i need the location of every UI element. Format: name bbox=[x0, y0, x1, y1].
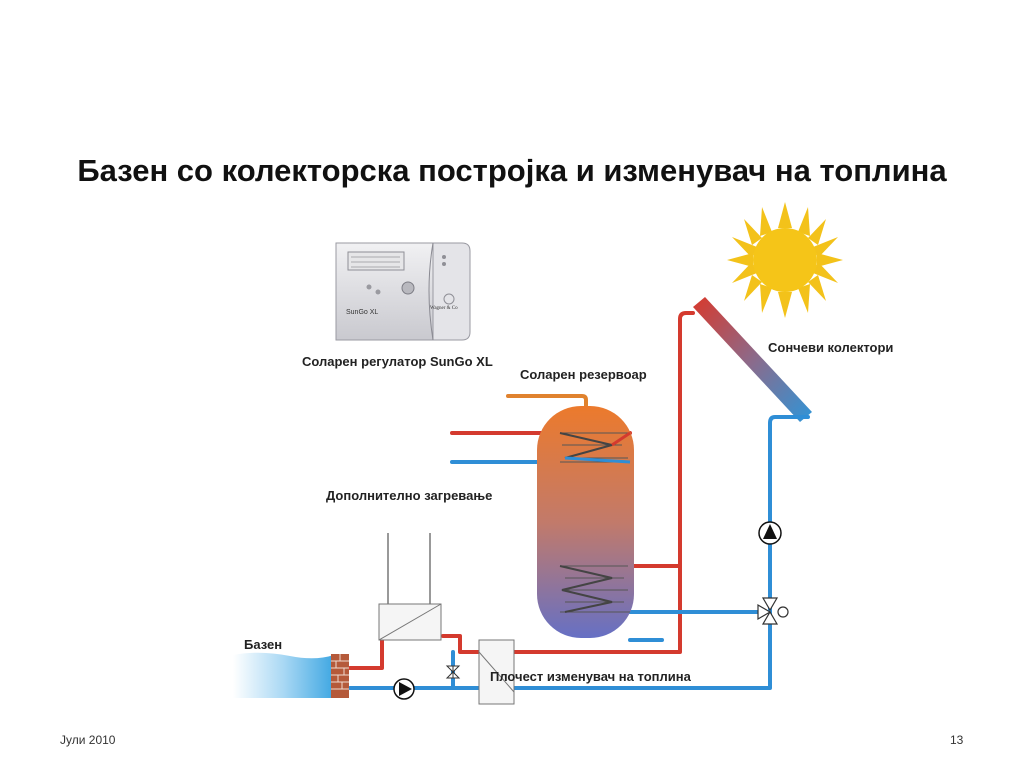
plate-exchanger-label: Плочест изменувач на топлина bbox=[490, 669, 691, 684]
three-way-valve-icon bbox=[757, 597, 789, 625]
pool-label: Базен bbox=[244, 637, 283, 652]
solar-controller-device: SunGo XL Wagner & Co bbox=[335, 242, 471, 341]
valve-icon bbox=[445, 665, 461, 679]
controller-brand-text: SunGo XL bbox=[346, 309, 378, 316]
footer-date: Јули 2010 bbox=[60, 733, 116, 747]
brick-wall-icon bbox=[331, 654, 349, 698]
tank-label: Соларен резервоар bbox=[520, 367, 647, 382]
page-number: 13 bbox=[950, 733, 964, 747]
controller-label: Соларен регулатор SunGo XL bbox=[302, 354, 493, 369]
collector-hot-pipe bbox=[441, 311, 695, 654]
auxiliary-heating-label: Дополнително загревање bbox=[326, 488, 493, 503]
slide-title: Базен со колекторска постројка и изменув… bbox=[77, 153, 947, 188]
pump-icon bbox=[758, 521, 782, 545]
solar-collector bbox=[693, 297, 812, 422]
plate-heat-exchanger bbox=[478, 639, 515, 705]
pump-icon bbox=[393, 678, 415, 700]
pool-hot-pipe bbox=[348, 634, 384, 670]
controller-maker-text: Wagner & Co bbox=[430, 306, 458, 311]
solar-tank bbox=[537, 406, 634, 638]
sun-icon bbox=[727, 202, 843, 318]
pool bbox=[233, 652, 349, 698]
hot-water-outlet-pipe bbox=[506, 394, 588, 412]
aux-heat-exchanger bbox=[378, 603, 442, 641]
collector-return-pipe bbox=[348, 415, 810, 690]
collectors-label: Сончеви колектори bbox=[768, 340, 894, 355]
